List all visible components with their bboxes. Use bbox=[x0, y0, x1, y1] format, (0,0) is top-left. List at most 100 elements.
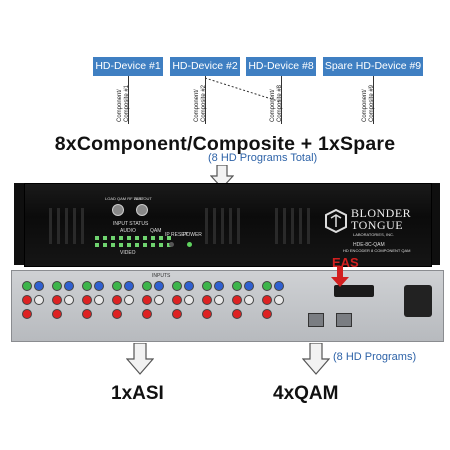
rca-jack bbox=[244, 295, 254, 305]
device-8-input-label: Component/ Composite #8 bbox=[270, 84, 283, 122]
rca-jack bbox=[172, 295, 182, 305]
vent-slot bbox=[299, 208, 302, 244]
rca-jack bbox=[94, 295, 104, 305]
rca-jack bbox=[112, 295, 122, 305]
vent-slot bbox=[307, 208, 310, 244]
rca-jack bbox=[82, 309, 92, 319]
rca-jack bbox=[64, 295, 74, 305]
rca-jack bbox=[202, 295, 212, 305]
rca-jack bbox=[154, 281, 164, 291]
rca-jack bbox=[202, 309, 212, 319]
rca-jack bbox=[202, 281, 212, 291]
ellipsis-connector bbox=[205, 77, 282, 103]
rca-jack bbox=[142, 281, 152, 291]
brand-name-line2: TONGUE bbox=[351, 218, 404, 232]
down-arrow-asi bbox=[126, 343, 154, 375]
rca-jack bbox=[214, 281, 224, 291]
rca-jack bbox=[82, 281, 92, 291]
rca-jack bbox=[82, 295, 92, 305]
vent-slot bbox=[57, 208, 60, 244]
rca-jack bbox=[124, 295, 134, 305]
rca-jack bbox=[22, 309, 32, 319]
rca-jack bbox=[184, 295, 194, 305]
brand-name-line3: LABORATORIES, INC. bbox=[353, 232, 394, 237]
rca-jack bbox=[154, 295, 164, 305]
rca-jack bbox=[52, 309, 62, 319]
rca-jack bbox=[172, 309, 182, 319]
ip-reset-button bbox=[169, 242, 174, 247]
vent-slot bbox=[73, 208, 76, 244]
rca-jack bbox=[232, 281, 242, 291]
encoder-front-panel: LOAD QAM RF TEST AUX OUT INPUT STATUS AU… bbox=[24, 183, 432, 267]
rca-jack bbox=[262, 295, 272, 305]
vent-slot bbox=[291, 208, 294, 244]
power-label: POWER bbox=[183, 232, 202, 238]
rca-jack bbox=[34, 281, 44, 291]
power-led bbox=[187, 242, 192, 247]
rca-jack bbox=[244, 281, 254, 291]
device-box-1: HD-Device #1 bbox=[93, 57, 163, 76]
rca-jack bbox=[184, 281, 194, 291]
audio-label: AUDIO bbox=[120, 228, 136, 234]
device-1-input-label: Component/ Composite #1 bbox=[117, 84, 130, 122]
encoder-rear-panel: INPUTS bbox=[11, 270, 444, 342]
rca-jack bbox=[52, 295, 62, 305]
rca-jack bbox=[124, 281, 134, 291]
ip-reset-label: IP RESET bbox=[165, 232, 188, 238]
device-1-line bbox=[128, 76, 129, 124]
rca-jack bbox=[274, 281, 284, 291]
brand-name-line1: BLONDER bbox=[351, 206, 412, 220]
eas-terminal-block bbox=[334, 285, 374, 297]
qam-programs-note: (8 HD Programs) bbox=[333, 351, 417, 363]
rca-jack bbox=[52, 281, 62, 291]
model-line2: HD ENCODER 8 COMPONENT QAM bbox=[343, 248, 411, 253]
model-line1: HDE-8C-QAM bbox=[353, 242, 385, 248]
rca-jack bbox=[262, 309, 272, 319]
vent-slot bbox=[49, 208, 52, 244]
rca-jack bbox=[22, 281, 32, 291]
input-status-label: INPUT STATUS bbox=[113, 221, 149, 227]
vent-slot bbox=[229, 208, 232, 244]
rca-jack bbox=[94, 281, 104, 291]
output-qam-label: 4xQAM bbox=[273, 383, 339, 404]
inputs-label: INPUTS bbox=[152, 273, 171, 279]
status-led-row-audio bbox=[95, 236, 173, 240]
rca-jack bbox=[214, 295, 224, 305]
rca-jack bbox=[142, 295, 152, 305]
headline: 8xComponent/Composite + 1xSpare bbox=[54, 133, 396, 155]
rca-jack bbox=[262, 281, 272, 291]
status-led-row-video bbox=[95, 243, 173, 247]
vent-slot bbox=[213, 208, 216, 244]
rca-jack bbox=[34, 295, 44, 305]
aux-out-port bbox=[136, 204, 148, 216]
qam-label: QAM bbox=[150, 228, 162, 234]
vent-slot bbox=[275, 208, 278, 244]
subheadline: (8 HD Programs Total) bbox=[208, 152, 318, 164]
device-9-line bbox=[373, 76, 374, 124]
rca-jack bbox=[142, 309, 152, 319]
rca-jack bbox=[112, 281, 122, 291]
eas-arrow-icon bbox=[331, 266, 349, 287]
device-2-input-label: Component/ Composite #2 bbox=[194, 84, 207, 122]
power-inlet bbox=[404, 285, 432, 317]
rf-test-port bbox=[112, 204, 124, 216]
device-box-2: HD-Device #2 bbox=[170, 57, 240, 76]
vent-slot bbox=[237, 208, 240, 244]
rca-jack bbox=[232, 295, 242, 305]
video-label: VIDEO bbox=[120, 250, 136, 256]
down-arrow-qam bbox=[302, 343, 330, 375]
asi-port bbox=[308, 313, 324, 327]
vent-slot bbox=[205, 208, 208, 244]
down-arrow-top bbox=[210, 165, 234, 189]
rca-jack bbox=[64, 281, 74, 291]
device-box-8: HD-Device #8 bbox=[246, 57, 316, 76]
vent-slot bbox=[283, 208, 286, 244]
device-9-input-label: Component/ Composite #9 bbox=[362, 84, 375, 122]
device-box-9: Spare HD-Device #9 bbox=[323, 57, 423, 76]
aux-out-label: AUX OUT bbox=[134, 196, 152, 201]
output-asi-label: 1xASI bbox=[111, 383, 164, 404]
blonder-tongue-logo-icon bbox=[325, 209, 347, 233]
vent-slot bbox=[221, 208, 224, 244]
device-8-line bbox=[281, 76, 282, 124]
rca-jack bbox=[232, 309, 242, 319]
